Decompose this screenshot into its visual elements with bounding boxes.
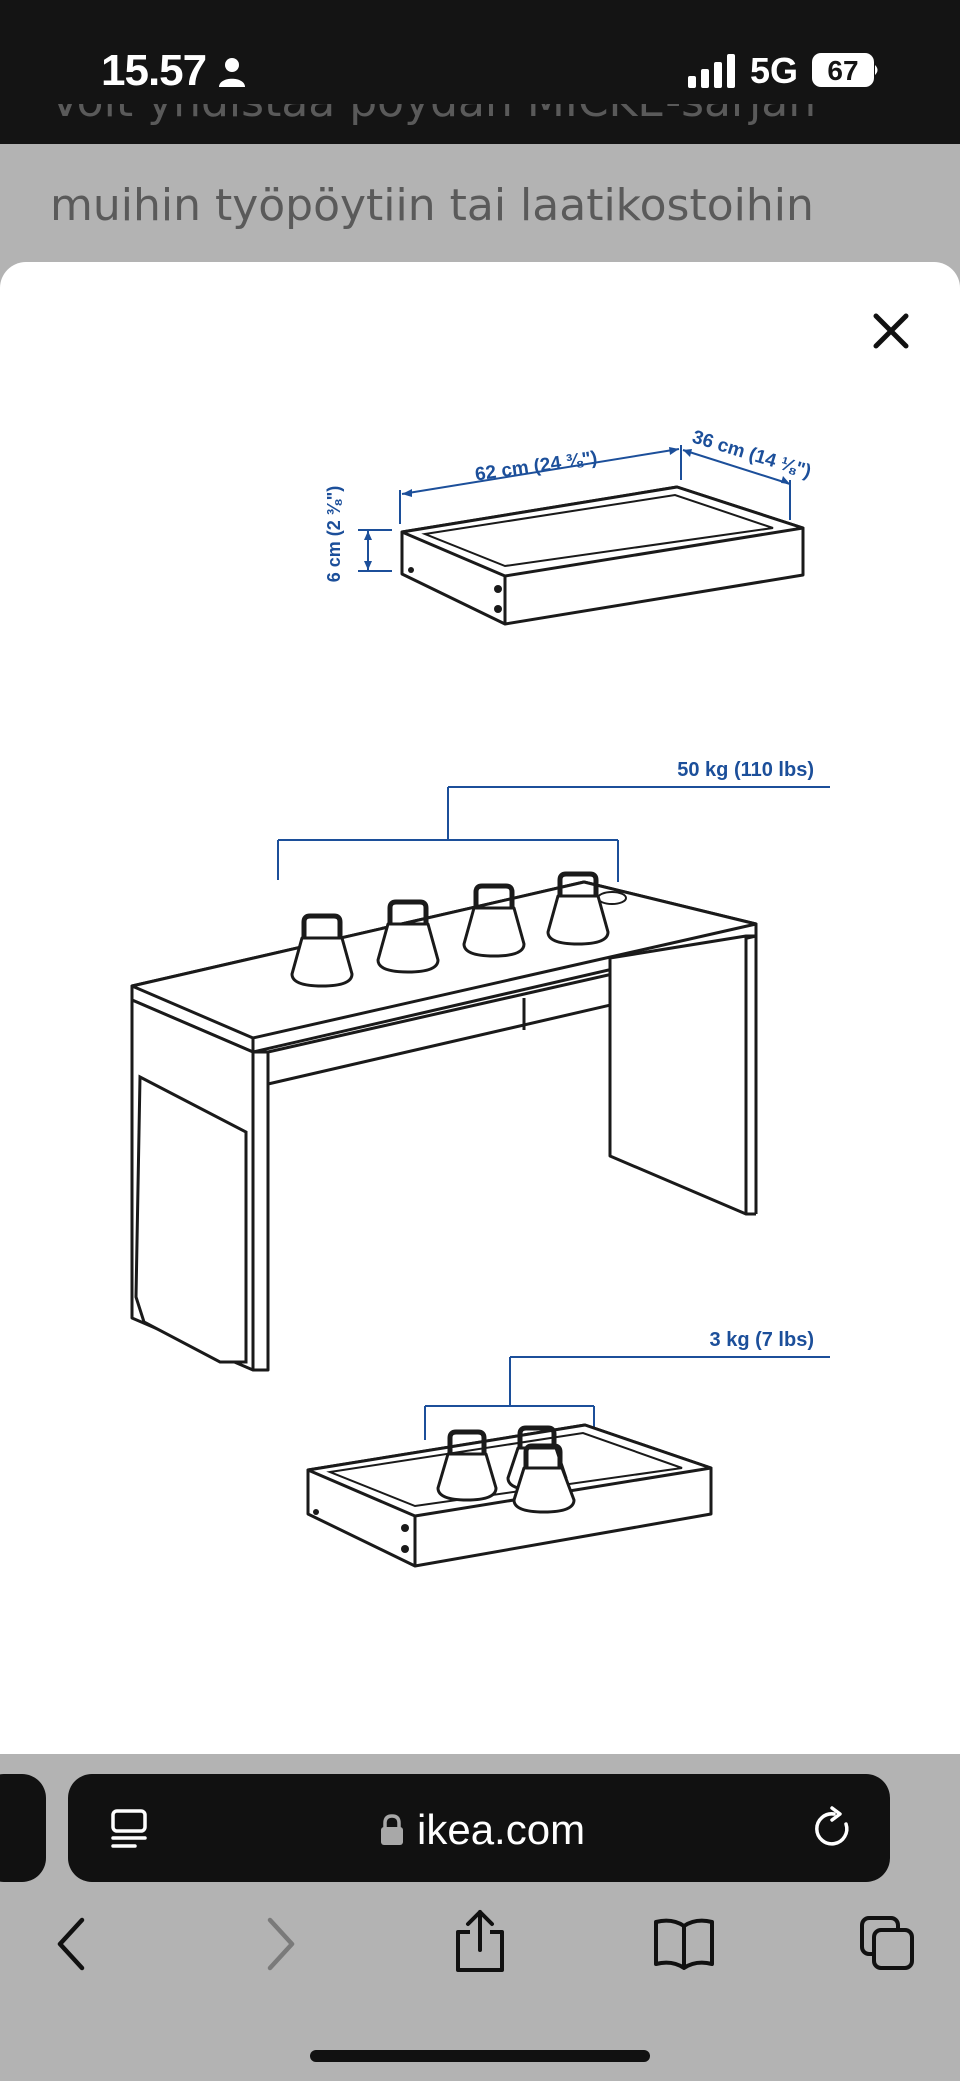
reload-icon[interactable] [812, 1806, 856, 1857]
status-bar: 15.57 5G 67 [0, 0, 960, 144]
desk-load-label: 50 kg (110 lbs) [677, 759, 814, 781]
address-bar[interactable] [68, 1774, 890, 1882]
chevron-left-icon [57, 1917, 85, 1971]
drawer-height-label: 6 cm (2 ⅜") [324, 486, 344, 583]
tabs-button[interactable] [858, 1914, 916, 1977]
weight-icons [290, 871, 610, 988]
background-text-line-2: muihin työpöytiin tai laatikostoihin [50, 180, 814, 231]
tabs-icon [860, 1916, 914, 1970]
book-icon [654, 1918, 714, 1970]
drawer-width-label: 62 cm (24 ⅜") [474, 448, 599, 486]
share-icon [456, 1910, 504, 1972]
chevron-right-icon [267, 1917, 295, 1971]
drawer-dimension-drawing: 62 cm (24 ⅜") 36 cm (14 ⅛") 6 cm (2 ⅜") [324, 427, 814, 626]
forward-button[interactable] [260, 1914, 300, 1979]
drawer-depth-label: 36 cm (14 ⅛") [690, 427, 814, 483]
share-button[interactable] [452, 1908, 508, 1979]
bookmarks-button[interactable] [652, 1916, 716, 1975]
status-time: 15.57 [101, 46, 207, 95]
drawer-load-label: 3 kg (7 lbs) [710, 1329, 814, 1351]
home-indicator [310, 2050, 650, 2062]
lock-icon [380, 1814, 404, 1851]
url-text[interactable]: ikea.com [417, 1806, 586, 1853]
drawer-load-drawing: 3 kg (7 lbs) [306, 1329, 830, 1568]
desk-load-drawing: 50 kg (110 lbs) [130, 759, 830, 1372]
close-button[interactable] [866, 306, 916, 356]
signal-icon [688, 54, 738, 93]
product-dimension-illustration: 62 cm (24 ⅜") 36 cm (14 ⅛") 6 cm (2 ⅜") … [130, 427, 830, 1568]
battery-level: 67 [827, 55, 859, 86]
page-menu-icon[interactable] [110, 1808, 150, 1857]
close-icon [873, 313, 909, 349]
previous-tab-pill[interactable] [0, 1774, 46, 1882]
background-text-line-1: Voit yhdistää pöydän MICKE-sarjan [50, 104, 816, 146]
person-icon [218, 56, 246, 93]
battery-icon [812, 53, 880, 94]
network-type: 5G [750, 50, 799, 91]
back-button[interactable] [52, 1914, 92, 1979]
